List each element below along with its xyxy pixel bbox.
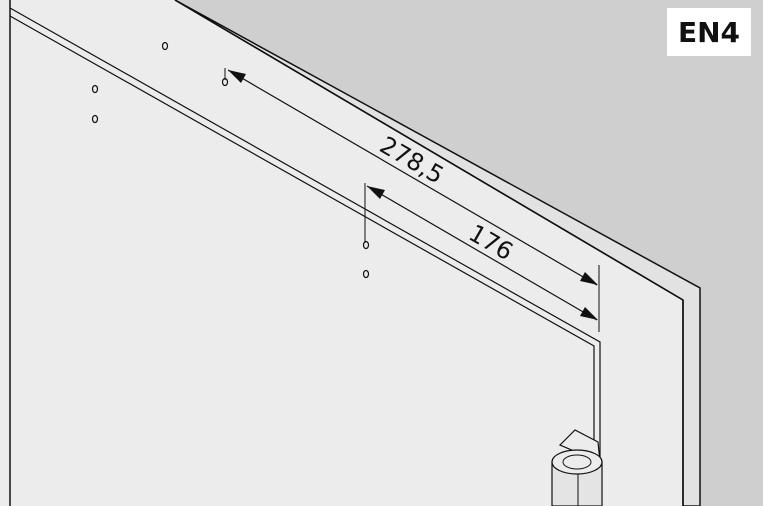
hole bbox=[91, 84, 99, 94]
hinge-pin bbox=[551, 429, 603, 506]
hole bbox=[91, 114, 99, 124]
frame-groove-inner bbox=[9, 15, 595, 460]
drill-holes bbox=[91, 41, 370, 279]
hole bbox=[161, 41, 169, 51]
hole bbox=[362, 269, 370, 279]
dimension-outer bbox=[227, 69, 598, 286]
dimension-inner bbox=[366, 185, 598, 321]
frame-groove-outer bbox=[9, 7, 601, 460]
hole bbox=[362, 240, 370, 250]
step-code-badge: EN4 bbox=[667, 8, 751, 56]
door-panel bbox=[0, 0, 683, 506]
top-edge-line bbox=[174, 0, 684, 301]
